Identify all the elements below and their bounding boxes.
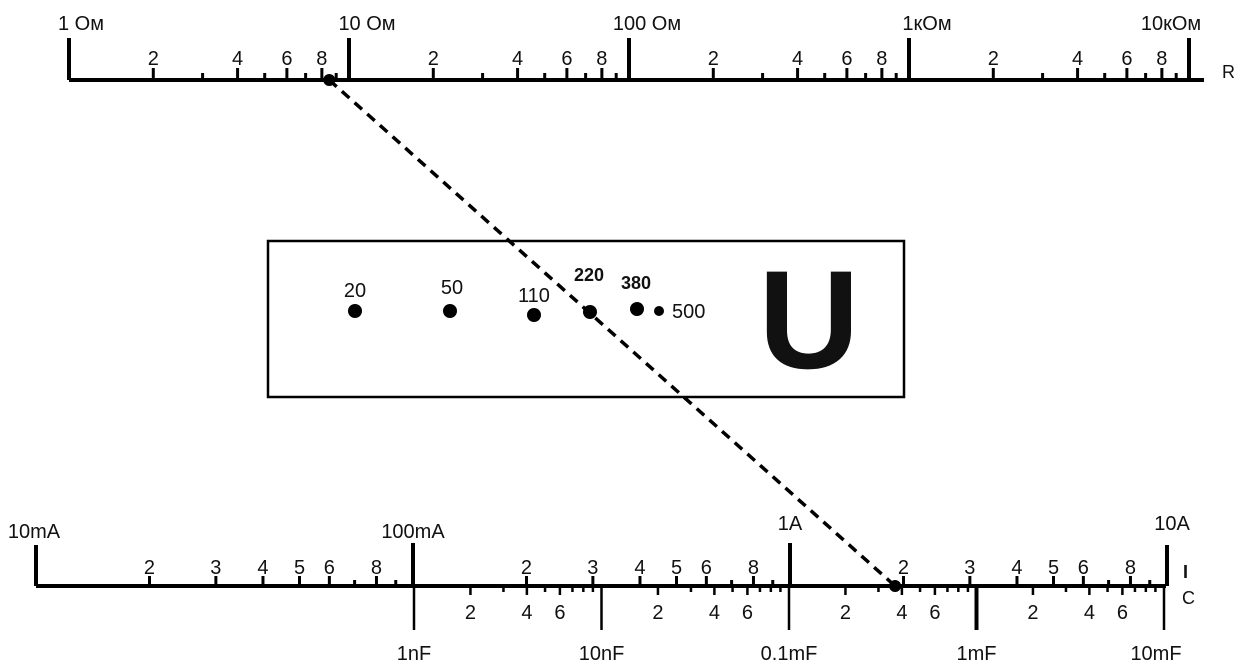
- voltage-points: 20 50 110 220 380 500: [344, 265, 706, 323]
- resistance-tick-label: 2: [428, 48, 439, 70]
- voltage-point-label: 50: [441, 277, 463, 299]
- capacitance-tick-label: 4: [521, 602, 532, 624]
- current-ticks: [34, 543, 1169, 586]
- example-guide: [323, 74, 902, 592]
- current-tick-label: 5: [1048, 557, 1059, 579]
- capacitance-tick-label: 6: [1117, 602, 1128, 624]
- resistance-scale: 2 4 6 8 2 4 6 8 2 4 6 8 2 4 6 8 1 Ом 10 Ом 100 Ом 1кОм 10кОм…: [58, 13, 1235, 82]
- current-tick-label: 8: [748, 557, 759, 579]
- current-tick-label: 3: [587, 557, 598, 579]
- capacitance-tick-label: 4: [896, 602, 907, 624]
- resistance-tick-label: 4: [232, 48, 243, 70]
- voltage-point-label: 20: [344, 280, 366, 302]
- current-tick-label: 2: [144, 557, 155, 579]
- capacitance-tick-label: 2: [652, 602, 663, 624]
- example-start-dot: [323, 74, 336, 86]
- capacitance-decade-label: 10nF: [579, 643, 625, 665]
- capacitance-tick-label: 6: [929, 602, 940, 624]
- voltage-point-dot: [630, 302, 644, 316]
- capacitance-ticks: [412, 586, 1166, 630]
- capacitance-tick-label: 4: [709, 602, 720, 624]
- resistance-axis-label: R: [1222, 62, 1235, 82]
- resistance-tick-label: 4: [1072, 48, 1083, 70]
- voltage-panel: 20 50 110 220 380 500 U: [266, 239, 906, 399]
- resistance-tick-label: 6: [281, 48, 292, 70]
- voltage-point-dot: [654, 306, 664, 316]
- current-tick-label: 8: [1125, 557, 1136, 579]
- current-tick-label: 5: [671, 557, 682, 579]
- current-tick-label: 6: [701, 557, 712, 579]
- current-decade-label: 1A: [778, 513, 803, 535]
- resistance-tick-label: 2: [148, 48, 159, 70]
- capacitance-decade-label: 0.1mF: [761, 643, 818, 665]
- capacitance-tick-label: 6: [742, 602, 753, 624]
- current-tick-label: 2: [521, 557, 532, 579]
- resistance-tick-label: 4: [792, 48, 803, 70]
- voltage-point-dot: [527, 308, 541, 322]
- current-decade-label: 100mA: [381, 521, 445, 543]
- resistance-tick-label: 8: [596, 48, 607, 70]
- resistance-tick-label: 2: [708, 48, 719, 70]
- example-dashed-line: [328, 78, 897, 588]
- current-tick-label: 4: [634, 557, 645, 579]
- current-decade-label: 10mA: [8, 521, 61, 543]
- resistance-tick-label: 6: [841, 48, 852, 70]
- current-tick-label: 4: [1011, 557, 1022, 579]
- resistance-decade-label: 1 Ом: [58, 13, 104, 35]
- current-axis-label: I: [1183, 562, 1188, 582]
- voltage-point-label: 380: [621, 273, 651, 293]
- capacitance-tick-label: 4: [1084, 602, 1095, 624]
- voltage-point-label: 110: [518, 285, 550, 307]
- resistance-decade-label: 10 Ом: [338, 13, 395, 35]
- resistance-tick-label: 8: [316, 48, 327, 70]
- example-end-dot: [889, 580, 902, 592]
- capacitance-tick-label: 2: [840, 602, 851, 624]
- capacitance-tick-label: 6: [554, 602, 565, 624]
- resistance-decade-label: 100 Ом: [613, 13, 681, 35]
- resistance-tick-label: 8: [1156, 48, 1167, 70]
- resistance-decade-label: 1кОм: [902, 13, 951, 35]
- resistance-tick-labels: 2 4 6 8 2 4 6 8 2 4 6 8 2 4 6 8 1 Ом 10 Ом 100 Ом 1кОм 10кОм: [58, 13, 1201, 70]
- resistance-decade-label: 10кОм: [1141, 13, 1201, 35]
- current-tick-label: 5: [294, 557, 305, 579]
- voltage-point-label: 500: [672, 301, 705, 323]
- resistance-tick-label: 4: [512, 48, 523, 70]
- resistance-tick-label: 8: [876, 48, 887, 70]
- current-tick-label: 6: [1078, 557, 1089, 579]
- current-decade-label: 10A: [1154, 513, 1190, 535]
- voltage-point-dot: [348, 304, 362, 318]
- capacitance-axis-label: C: [1182, 588, 1195, 608]
- current-tick-label: 8: [371, 557, 382, 579]
- resistance-tick-label: 6: [561, 48, 572, 70]
- resistance-tick-label: 6: [1121, 48, 1132, 70]
- voltage-panel-frame: [266, 239, 906, 399]
- resistance-ticks: [67, 38, 1191, 80]
- current-tick-label: 6: [324, 557, 335, 579]
- current-tick-label: 3: [210, 557, 221, 579]
- capacitance-tick-label: 2: [1027, 602, 1038, 624]
- voltage-point-label: 220: [574, 265, 604, 285]
- resistance-tick-label: 2: [988, 48, 999, 70]
- capacitance-tick-label: 2: [465, 602, 476, 624]
- current-tick-label: 3: [964, 557, 975, 579]
- voltage-symbol: U: [758, 241, 859, 398]
- capacitance-decade-label: 1mF: [957, 643, 997, 665]
- capacitance-decade-label: 1nF: [397, 643, 431, 665]
- voltage-point-dot: [443, 304, 457, 318]
- capacitance-decade-label: 10mF: [1130, 643, 1181, 665]
- current-tick-label: 2: [898, 557, 909, 579]
- current-tick-label: 4: [257, 557, 268, 579]
